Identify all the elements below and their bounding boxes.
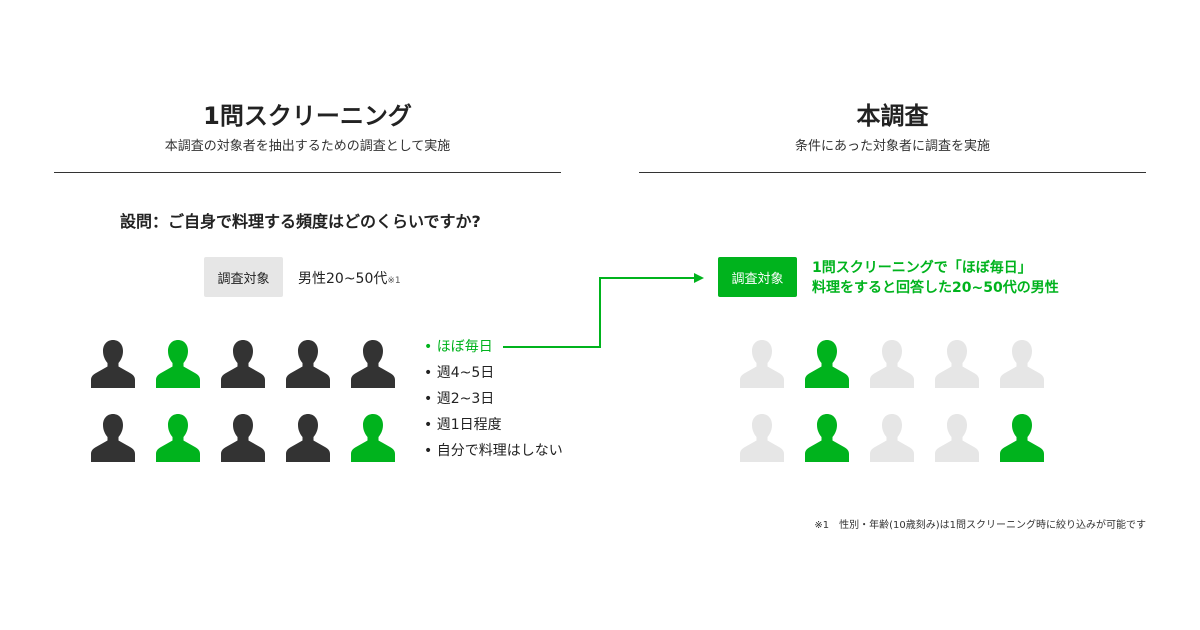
screening-subtitle: 本調査の対象者を抽出するための調査として実施 [164,139,451,154]
person-icon [221,340,265,388]
person-icon [935,414,979,462]
person-icon [156,414,200,462]
screening-divider [54,172,561,173]
answer-options: • ほぼ毎日 • 週4~5日 • 週2~3日 • 週1日程度 • 自分で料理はし… [424,334,563,464]
person-icon [91,414,135,462]
target-tag-screening: 調査対象 [204,257,283,297]
screening-target: 男性20~50代※1 [298,268,401,288]
person-icon [351,414,395,462]
main-target-description: 1問スクリーニングで「ほぼ毎日」 料理をすると回答した20~50代の男性 [812,258,1059,298]
screening-target-value: 男性20~50代 [298,271,388,287]
person-icon [91,340,135,388]
person-icon [221,414,265,462]
main-target-line1: 1問スクリーニングで「ほぼ毎日」 [812,260,1032,276]
footnote: ※1 性別・年齢(10歳刻み)は1問スクリーニング時に絞り込みが可能です [814,520,1146,531]
person-icon [351,340,395,388]
option-never: • 自分で料理はしない [424,443,563,459]
person-icon [740,340,784,388]
person-icon [870,414,914,462]
option-almost-daily: • ほぼ毎日 [424,339,493,355]
person-icon [1000,414,1044,462]
person-icon [805,340,849,388]
screening-title: 1問スクリーニング [203,102,412,130]
person-icon [1000,340,1044,388]
person-icon [286,414,330,462]
arrow-head-icon [694,273,704,283]
main-survey-title: 本調査 [856,102,929,130]
person-icon [286,340,330,388]
person-icon [935,340,979,388]
screening-question: 設問：ご自身で料理する頻度はどのくらいですか? [120,212,481,231]
target-tag-main: 調査対象 [718,257,797,297]
person-icon [870,340,914,388]
option-4-5-days: • 週4~5日 [424,365,495,381]
person-icon [156,340,200,388]
person-icon [740,414,784,462]
main-survey-divider [639,172,1146,173]
footnote-mark: ※1 [387,276,401,286]
option-1-day: • 週1日程度 [424,417,502,433]
person-icon [805,414,849,462]
option-2-3-days: • 週2~3日 [424,391,495,407]
main-survey-subtitle: 条件にあった対象者に調査を実施 [794,139,990,154]
main-target-line2: 料理をすると回答した20~50代の男性 [812,280,1059,296]
